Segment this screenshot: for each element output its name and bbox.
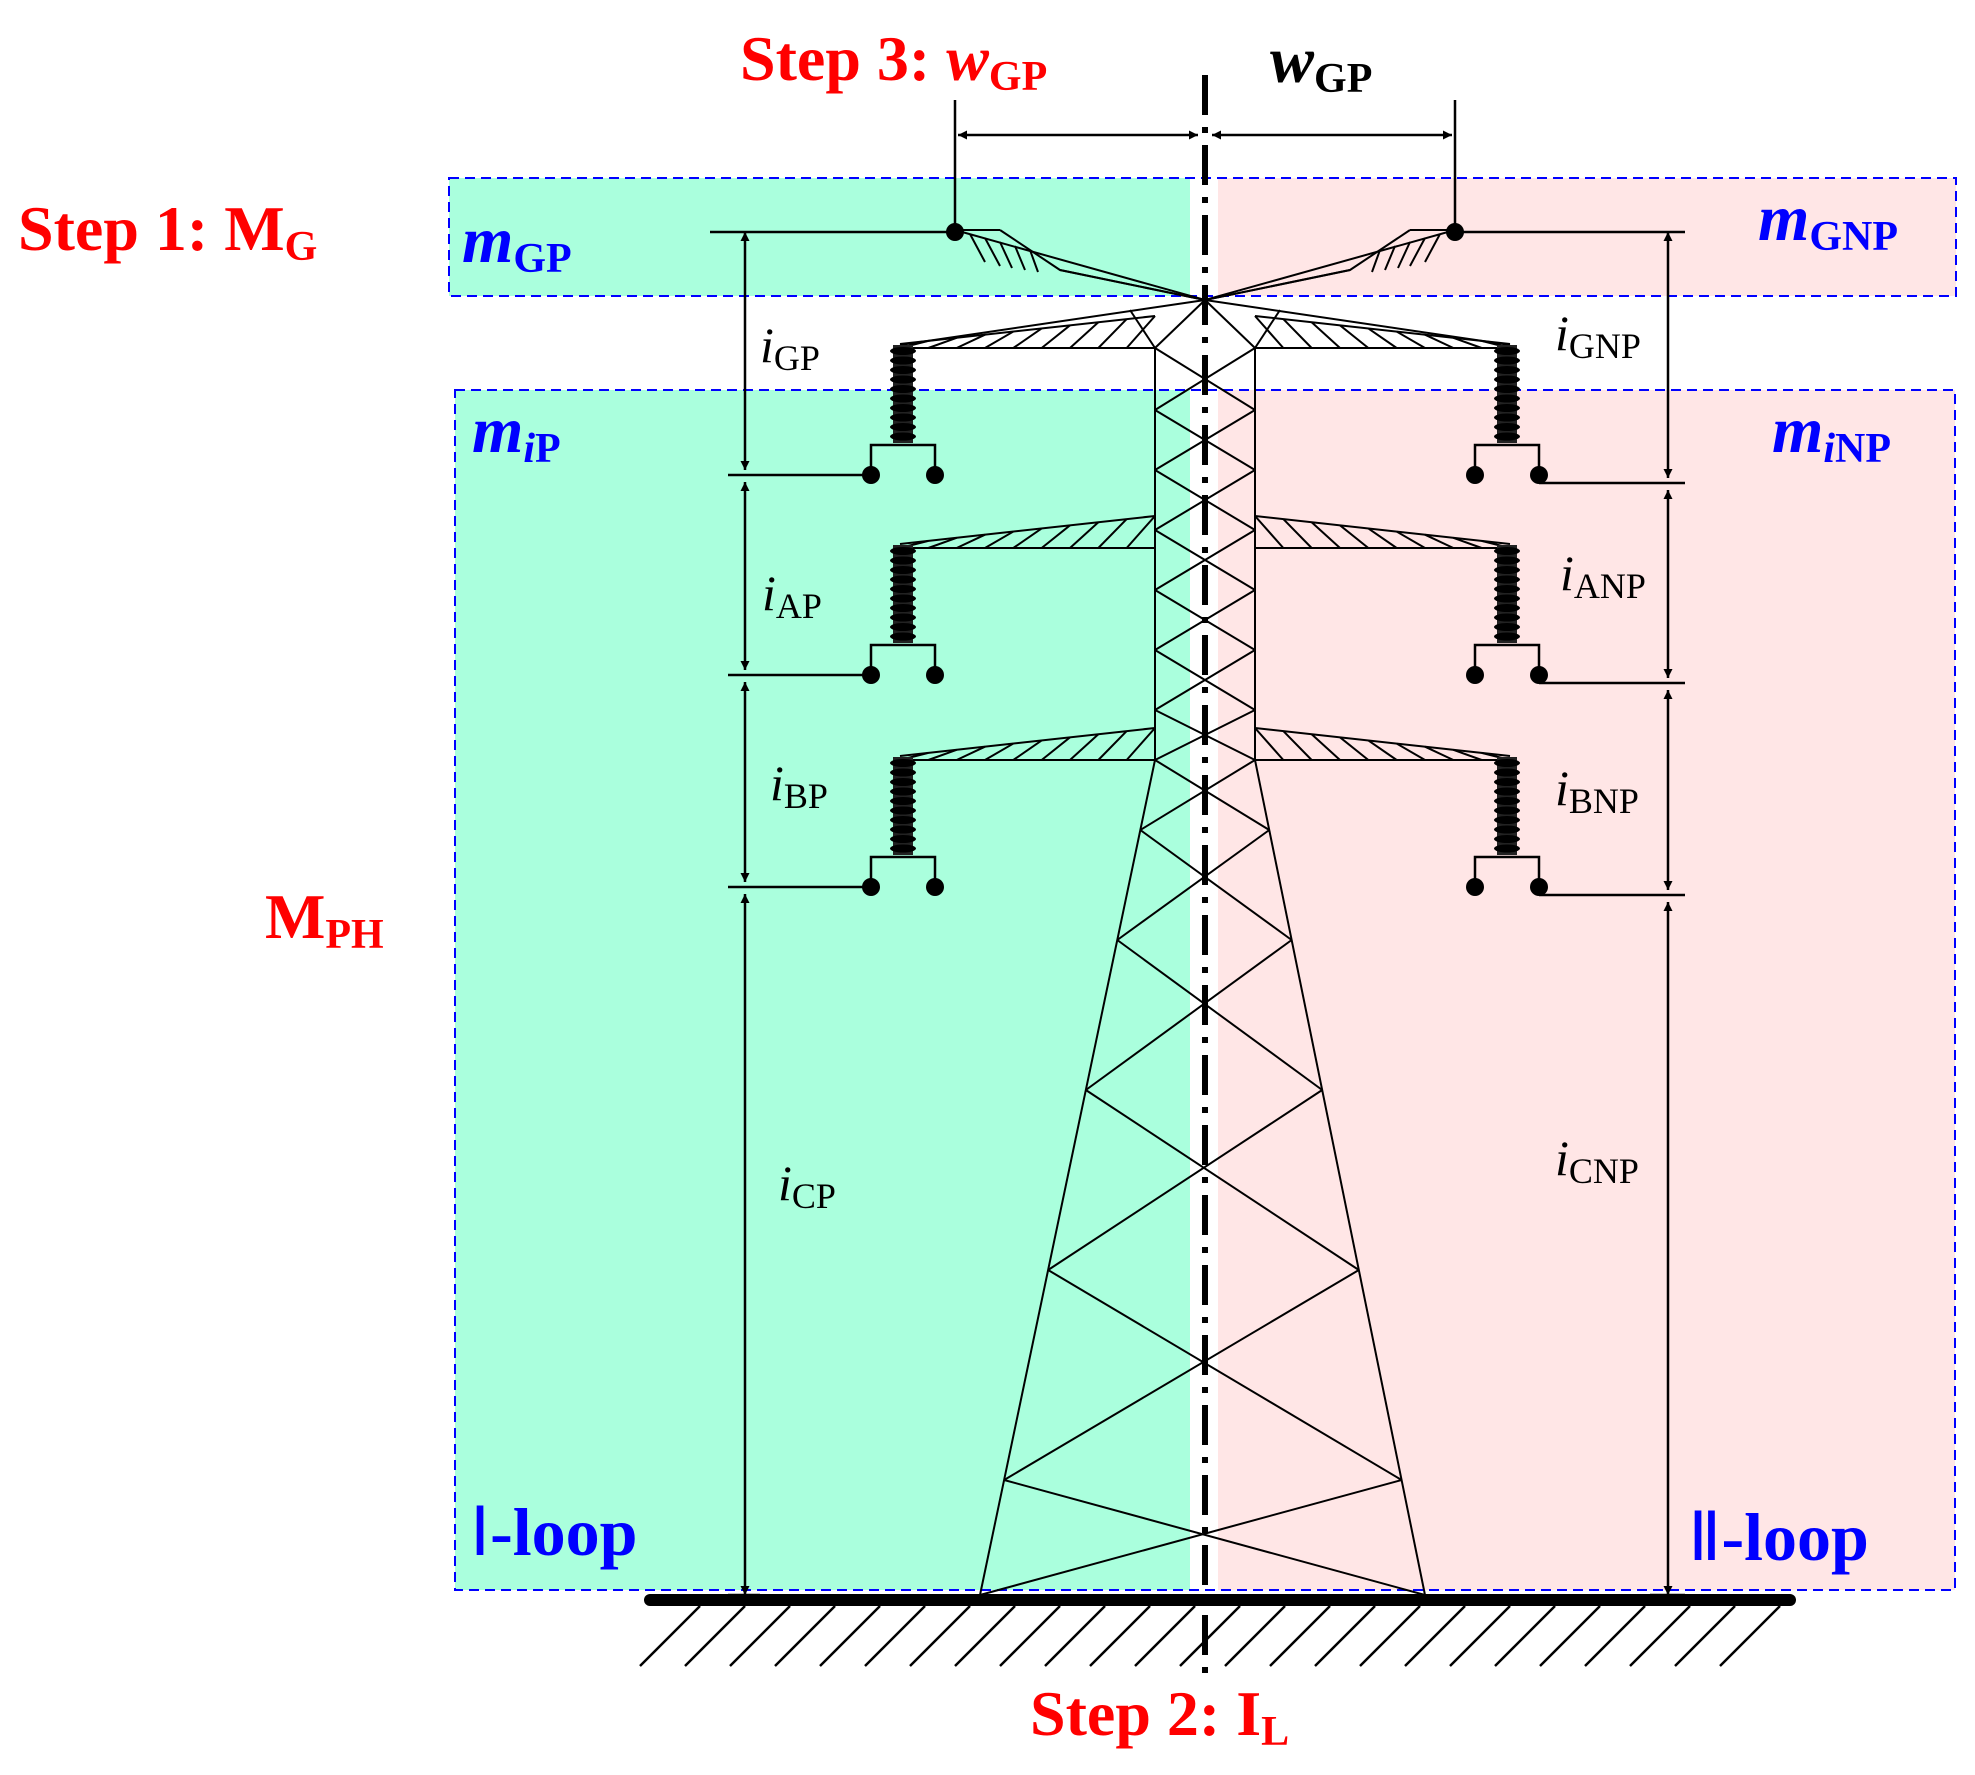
width-dimension <box>953 100 1457 225</box>
width-label: wGP <box>1270 24 1372 102</box>
step2-label: Step 2: IL <box>1030 1678 1289 1755</box>
loop2-region <box>1218 390 1955 1590</box>
m-ip-label: miP <box>472 394 561 472</box>
loop2-label: Ⅱ-loop <box>1688 1499 1869 1575</box>
current-label-cp: iCP <box>778 1155 836 1216</box>
current-label-bp: iBP <box>770 755 828 816</box>
m-gp-label: mGP <box>462 204 572 282</box>
current-label-gp: iGP <box>760 317 820 378</box>
insulator-string-icon <box>862 345 1548 896</box>
ground-hatch-icon <box>639 1594 1796 1667</box>
step1-label: Step 1: MG <box>18 193 317 270</box>
loop1-label: Ⅰ-loop <box>470 1494 637 1570</box>
mph-label: MPH <box>265 881 384 958</box>
loop1-region <box>455 390 1190 1590</box>
current-label-bnp: iBNP <box>1555 760 1639 821</box>
ground-wire-left-region <box>449 178 1190 296</box>
phase-conductor-box <box>454 389 1956 1591</box>
m-inp-label: miNP <box>1772 394 1891 472</box>
m-gnp-label: mGNP <box>1758 182 1898 260</box>
step3-label: Step 3: wGP <box>740 23 1047 100</box>
current-label-gnp: iGNP <box>1555 305 1641 366</box>
current-label-cnp: iCNP <box>1555 1130 1639 1191</box>
current-label-ap: iAP <box>762 565 822 626</box>
current-label-anp: iANP <box>1560 545 1646 606</box>
ground-wire-right-region <box>1218 178 1956 296</box>
